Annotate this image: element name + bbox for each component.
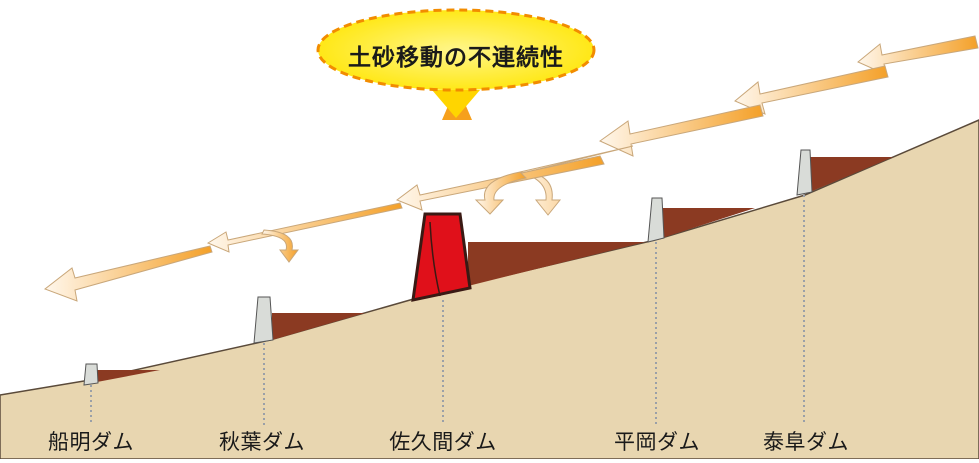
dam-akiha: [253, 296, 274, 344]
reservoir-akiha: [272, 313, 365, 340]
label-hiraoka-dam: 平岡ダム: [614, 430, 700, 454]
dam-funagira: [83, 363, 99, 386]
label-funagira-dam: 船明ダム: [48, 430, 134, 454]
label-akiha-dam: 秋葉ダム: [219, 430, 305, 454]
dam-sakuma: [411, 212, 472, 302]
reservoir-yasuoka: [810, 157, 893, 192]
dam-hiraoka: [647, 197, 665, 243]
label-sakuma-dam: 佐久間ダム: [389, 430, 497, 454]
dam-yasuoka: [796, 149, 813, 196]
reservoir-funagira: [97, 370, 160, 382]
sediment-flow-arrows: [43, 35, 979, 302]
reservoir-sakuma: [468, 242, 645, 286]
label-yasuoka-dam: 泰阜ダム: [763, 430, 849, 454]
title-callout: [316, 8, 596, 120]
callout-title: 土砂移動の不連続性: [348, 45, 564, 71]
reservoir-hiraoka: [662, 208, 755, 238]
